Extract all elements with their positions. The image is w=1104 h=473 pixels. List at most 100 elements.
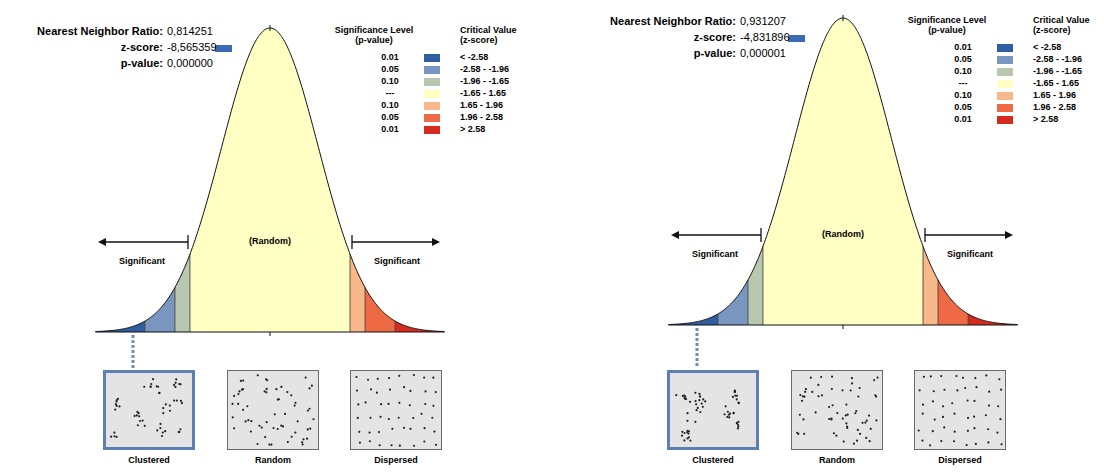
point <box>810 377 812 379</box>
point <box>685 398 687 400</box>
point <box>158 392 160 394</box>
arrow-head <box>432 238 440 246</box>
legend-text-slot: < -2.58 <box>460 52 488 62</box>
point <box>257 374 259 376</box>
point <box>431 417 433 419</box>
point <box>940 375 942 377</box>
point <box>704 400 706 402</box>
stat-label-slot: p-value: <box>694 47 736 60</box>
arrow-shaft <box>925 234 1011 235</box>
point <box>996 431 998 433</box>
point <box>369 440 371 442</box>
significant-label: Significant <box>692 249 738 259</box>
thumbnail-frame <box>350 370 442 450</box>
point <box>698 393 700 395</box>
point <box>830 418 832 420</box>
point <box>152 378 154 380</box>
point <box>828 418 830 420</box>
region-boundary <box>717 314 718 325</box>
point <box>932 430 934 432</box>
legend-swatch <box>997 80 1013 88</box>
point <box>272 427 274 429</box>
point <box>841 389 843 391</box>
legend-swatch <box>424 90 440 98</box>
point <box>390 444 392 446</box>
legend-swatch <box>997 104 1013 112</box>
point <box>357 417 359 419</box>
point <box>432 377 434 379</box>
point <box>139 420 141 422</box>
point <box>179 383 181 385</box>
point <box>380 403 382 405</box>
legend-text-slot: 1.96 - 2.58 <box>1033 102 1076 112</box>
point <box>702 406 704 408</box>
point <box>921 439 923 441</box>
region-label: (Random) <box>249 236 291 246</box>
point <box>138 415 140 417</box>
point <box>280 425 282 427</box>
point <box>308 387 310 389</box>
point <box>302 443 304 445</box>
critical-value: -2.58 - -1.96 <box>1033 54 1082 64</box>
point <box>864 421 866 423</box>
point <box>738 402 740 404</box>
point <box>985 414 987 416</box>
region-label-slot: (Random) <box>249 236 291 246</box>
point <box>699 411 701 413</box>
legend-header: Critical Value (z-score) <box>1033 15 1099 36</box>
point <box>376 392 378 394</box>
p-value-level: 0.01 <box>381 52 399 62</box>
point <box>158 392 160 394</box>
point <box>286 391 288 393</box>
point <box>929 444 931 446</box>
point <box>144 425 146 427</box>
point <box>796 432 798 434</box>
stat-value: 0,814251 <box>167 25 213 38</box>
point <box>165 403 167 405</box>
point <box>973 427 975 429</box>
point <box>686 431 688 433</box>
point <box>820 376 822 378</box>
legend-header-slot: Critical Value (z-score) <box>460 25 526 46</box>
critical-value: 1.65 - 1.96 <box>460 100 503 110</box>
point <box>312 418 314 420</box>
point <box>378 431 380 433</box>
p-value-level: --- <box>959 78 968 88</box>
point <box>162 412 164 414</box>
critical-value: > 2.58 <box>460 124 485 134</box>
point <box>723 413 725 415</box>
stat-value: -4,831896 <box>740 31 790 44</box>
point <box>136 411 138 413</box>
legend-text-slot: -1.65 - 1.65 <box>460 88 506 98</box>
point <box>686 437 688 439</box>
point <box>828 406 830 408</box>
point <box>367 379 369 381</box>
p-value-level: 0.10 <box>954 90 972 100</box>
point <box>974 377 976 379</box>
point-pattern <box>915 371 1005 449</box>
point <box>150 383 152 385</box>
legend-text-slot: > 2.58 <box>1033 114 1058 124</box>
point <box>432 405 434 407</box>
point <box>305 376 307 378</box>
point <box>423 440 425 442</box>
curve-region <box>175 254 190 332</box>
critical-value: -1.65 - 1.65 <box>460 88 506 98</box>
point <box>866 420 868 422</box>
bell-curve <box>668 15 1017 368</box>
critical-value: 1.96 - 2.58 <box>1033 102 1076 112</box>
region-boundary <box>747 280 748 325</box>
stat-value: 0,000001 <box>740 47 786 60</box>
point <box>932 400 934 402</box>
point <box>854 412 856 414</box>
point <box>175 378 177 380</box>
significant-label-slot: Significant <box>947 249 993 259</box>
point <box>875 419 877 421</box>
p-value-level-slot: 0.01 <box>381 124 399 134</box>
curve-region <box>395 321 444 332</box>
point <box>857 395 859 397</box>
p-value-level-slot: 0.05 <box>381 64 399 74</box>
point <box>859 433 861 435</box>
pattern-label: Random <box>791 455 883 465</box>
stat-label: z-score: <box>694 31 736 44</box>
